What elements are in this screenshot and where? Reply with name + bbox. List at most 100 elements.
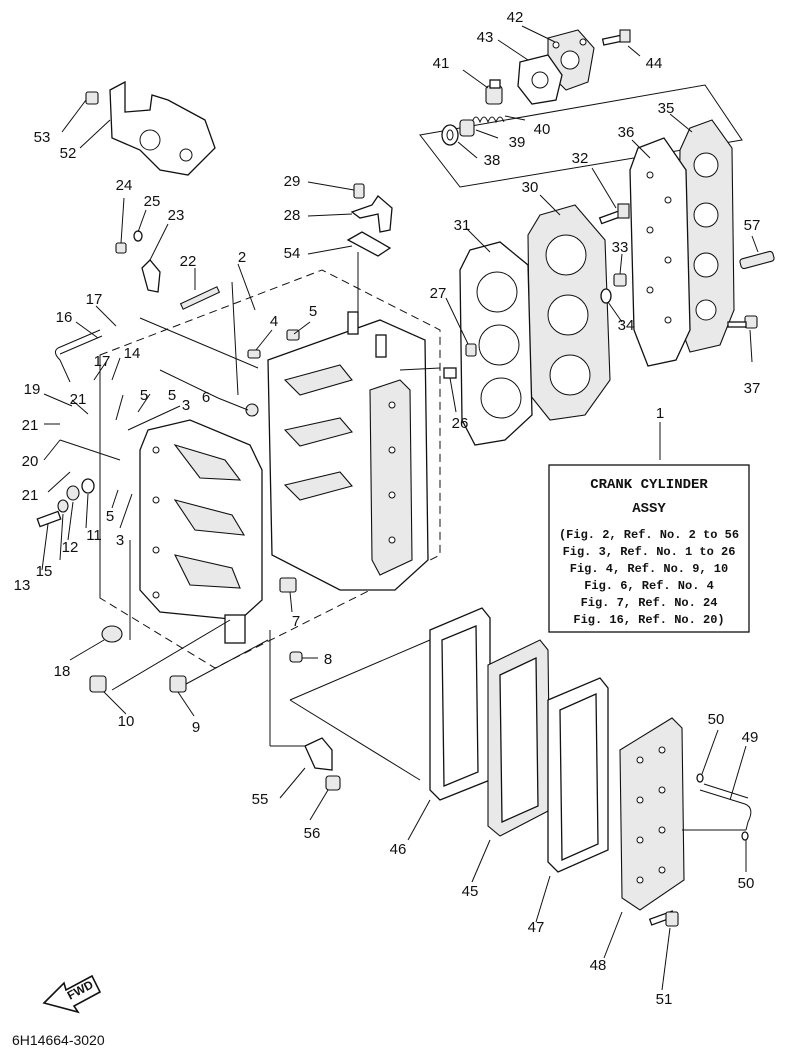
callout-number: 15 [36, 563, 53, 580]
callout-number: 54 [284, 245, 301, 262]
callout-number: 13 [14, 577, 31, 594]
callout-number: 37 [744, 380, 761, 397]
callout-number: 12 [62, 539, 79, 556]
caption-ref-line: Fig. 3, Ref. No. 1 to 26 [563, 545, 736, 559]
callout-number: 56 [304, 825, 321, 842]
spring-40 [471, 116, 505, 124]
callout-number: 53 [34, 129, 51, 146]
callout-number: 21 [22, 487, 39, 504]
callout-number: 3 [182, 397, 190, 414]
callout-number: 34 [618, 317, 635, 334]
callout-number: 17 [94, 353, 111, 370]
callout-number: 5 [168, 387, 176, 404]
callout-number: 50 [738, 875, 755, 892]
callout-number: 29 [284, 173, 301, 190]
callout-number: 49 [742, 729, 759, 746]
callout-number: 48 [590, 957, 607, 974]
callout-number: 36 [618, 124, 635, 141]
callout-number: 25 [144, 193, 161, 210]
callout-number: 38 [484, 152, 501, 169]
callout-number: 23 [168, 207, 185, 224]
callout-number: 40 [534, 121, 551, 138]
callout-number: 47 [528, 919, 545, 936]
callout-number: 4 [270, 313, 278, 330]
callout-number: 51 [656, 991, 673, 1008]
callout-number: 46 [390, 841, 407, 858]
callout-number: 3 [116, 532, 124, 549]
callout-number: 14 [124, 345, 141, 362]
fwd-arrow-icon: FWD [42, 974, 102, 1014]
leader-lines [41, 25, 759, 991]
callout-number: 42 [507, 9, 524, 26]
caption-ref-line: Fig. 16, Ref. No. 20) [573, 613, 724, 627]
bolt-37 [727, 315, 758, 329]
callout-number: 6 [202, 389, 210, 406]
fitting-41 [485, 79, 503, 105]
callout-number: 30 [522, 179, 539, 196]
callout-number: 50 [708, 711, 725, 728]
cover-48 [619, 717, 685, 911]
callout-number: 21 [70, 391, 87, 408]
callout-number: 33 [612, 239, 629, 256]
callout-number: 24 [116, 177, 133, 194]
callout-number: 17 [86, 291, 103, 308]
callout-number: 2 [238, 249, 246, 266]
caption-box: 1 CRANK CYLINDER ASSY (Fig. 2, Ref. No. … [548, 405, 750, 633]
caption-ref-line: Fig. 7, Ref. No. 24 [581, 596, 718, 610]
bolt-44 [601, 29, 631, 46]
spark-plug-57 [739, 250, 775, 270]
callout-number: 16 [56, 309, 73, 326]
callout-number: 5 [140, 387, 148, 404]
drawing-code: 6H14664-3020 [12, 1032, 105, 1048]
bolt-32 [598, 203, 630, 225]
clip-26 [443, 367, 457, 379]
head-gasket-36 [629, 137, 691, 367]
callout-number: 43 [477, 29, 494, 46]
callout-number: 21 [22, 417, 39, 434]
callout-number: 39 [509, 134, 526, 151]
valve-39 [459, 119, 475, 137]
callout-number: 5 [309, 303, 317, 320]
cylinder-head-group [443, 119, 775, 446]
callout-number: 31 [454, 217, 471, 234]
callout-number: 44 [646, 55, 663, 72]
callout-number: 22 [180, 253, 197, 270]
seal-38 [441, 124, 459, 146]
crankcase-half [139, 419, 263, 644]
callout-number: 5 [106, 508, 114, 525]
callout-number: 28 [284, 207, 301, 224]
bolt-33 [613, 273, 627, 287]
callout-number: 18 [54, 663, 71, 680]
caption-ref-number: 1 [656, 405, 664, 422]
callout-number: 8 [324, 651, 332, 668]
callout-number: 26 [452, 415, 469, 432]
water-pump-group [419, 29, 743, 188]
cylinder-block [267, 311, 429, 591]
callout-number: 20 [22, 453, 39, 470]
caption-title-line1: CRANK CYLINDER [590, 477, 708, 493]
caption-ref-line: Fig. 4, Ref. No. 9, 10 [570, 562, 728, 576]
exhaust-cover-group [429, 607, 752, 927]
small-parts [36, 183, 393, 791]
callout-number: 9 [192, 719, 200, 736]
callout-labels: 4243444140393835363230313334573727262928… [14, 9, 761, 1008]
callout-number: 45 [462, 883, 479, 900]
callout-number: 55 [252, 791, 269, 808]
bolt-27 [465, 343, 477, 357]
caption-ref-line: Fig. 6, Ref. No. 4 [584, 579, 714, 593]
callout-number: 7 [292, 613, 300, 630]
caption-title-line2: ASSY [632, 501, 666, 517]
callout-number: 52 [60, 145, 77, 162]
callout-number: 11 [86, 527, 102, 544]
callout-number: 57 [744, 217, 761, 234]
callout-number: 41 [433, 55, 450, 72]
callout-number: 10 [118, 713, 135, 730]
callout-number: 19 [24, 381, 41, 398]
caption-ref-line: (Fig. 2, Ref. No. 2 to 56 [559, 528, 739, 542]
washer-34 [600, 288, 612, 304]
assembly-outline [99, 269, 441, 669]
callout-number: 27 [430, 285, 447, 302]
callout-number: 35 [658, 100, 675, 117]
bracket-52 [85, 80, 216, 176]
